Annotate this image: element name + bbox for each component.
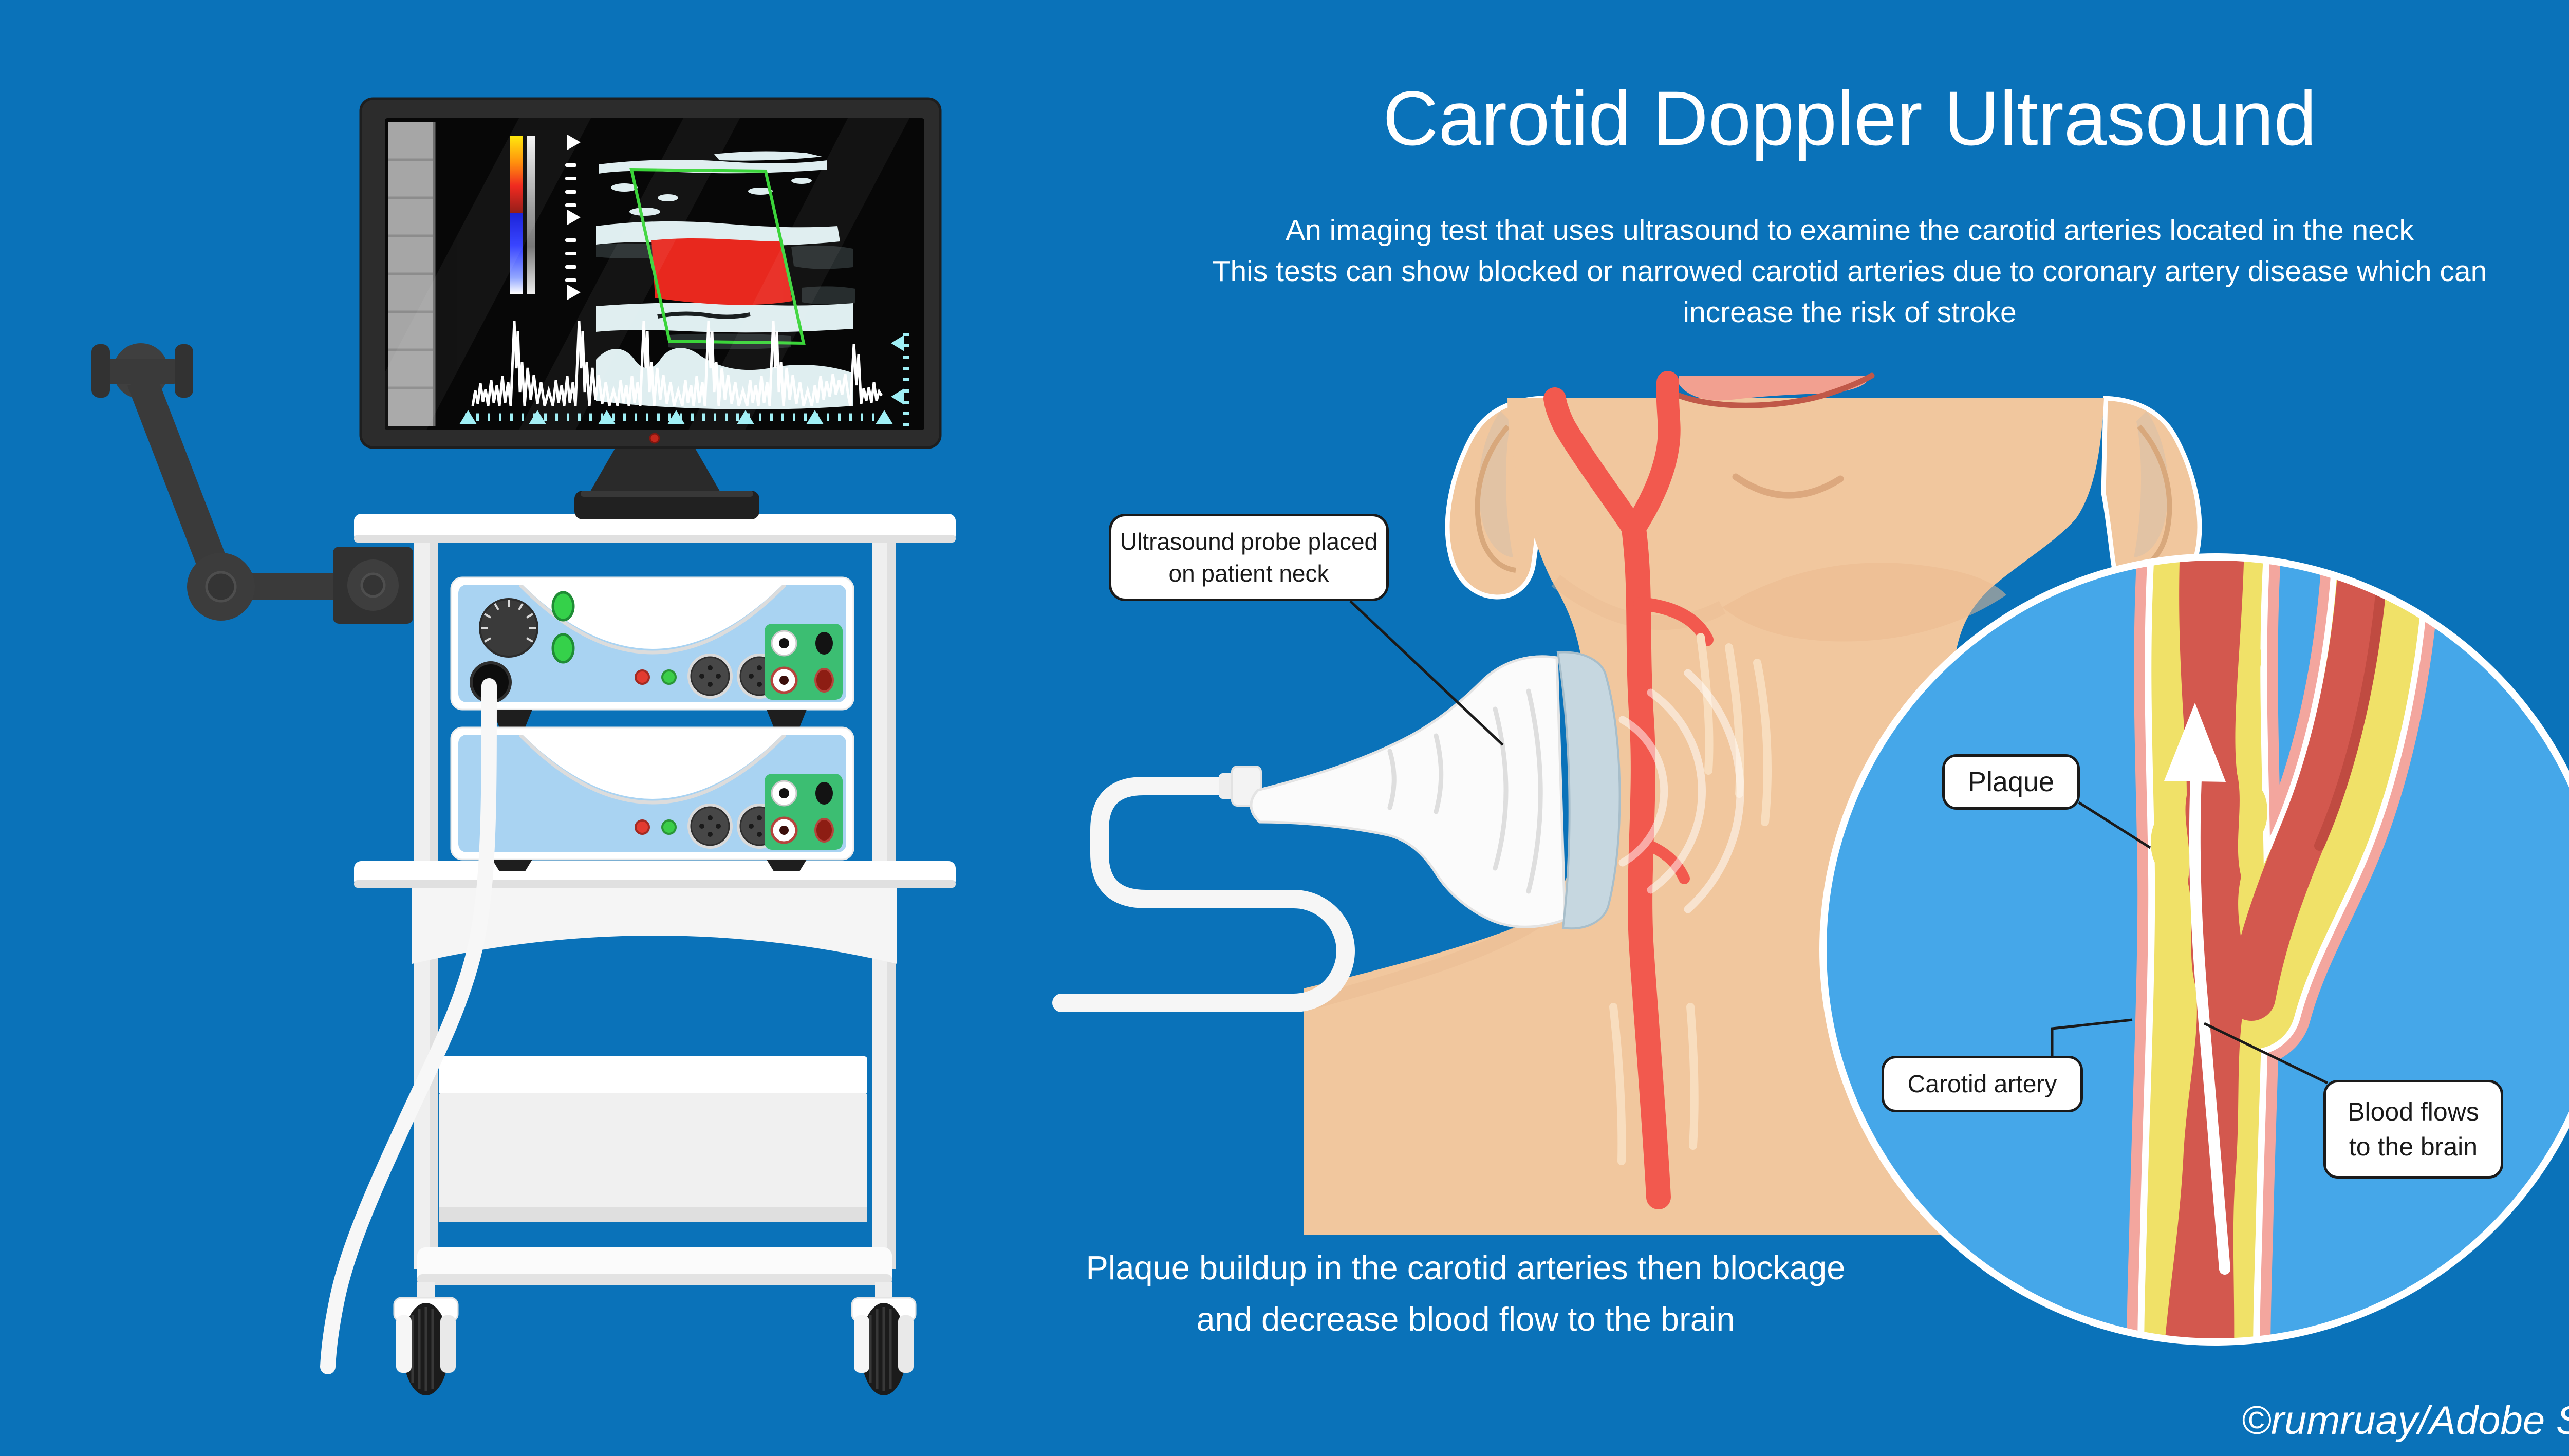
cart [354, 514, 956, 1395]
caption-line-2: and decrease blood flow to the brain [1196, 1300, 1735, 1338]
page-subtitle: An imaging test that uses ultrasound to … [1089, 210, 2569, 333]
callout-carotid-artery: Carotid artery [1882, 1056, 2083, 1112]
depth-markers [565, 135, 581, 300]
callout-probe-line-1: Ultrasound probe placed [1120, 528, 1378, 555]
control-knob[interactable] [479, 598, 538, 658]
doppler-flow-red [651, 238, 792, 305]
probe-body [1250, 655, 1567, 928]
io-panel [765, 774, 843, 850]
callout-carotid-text: Carotid artery [1907, 1070, 2057, 1098]
probe-contact-pad [1556, 651, 1621, 930]
probe-cable [1052, 777, 1355, 1012]
callout-plaque: Plaque [1942, 754, 2080, 810]
spectral-waveform [471, 321, 883, 406]
red-led [635, 669, 650, 685]
shoulder-shadow [1313, 916, 1540, 1009]
din-connector[interactable] [687, 804, 733, 849]
power-led [649, 433, 660, 444]
subtitle-line-1: An imaging test that uses ultrasound to … [1286, 214, 2414, 247]
red-led [635, 819, 650, 835]
lips [1676, 372, 1875, 408]
stock-credit: ©rumruay/Adobe Stock [2241, 1397, 2569, 1443]
machine-cable [320, 678, 497, 1374]
leader-lines [1349, 600, 2329, 1085]
green-button-2[interactable] [551, 633, 575, 664]
page-title: Carotid Doppler Ultrasound [1383, 75, 2317, 161]
right-ear [2101, 396, 2202, 600]
callout-blood-flow: Blood flows to the brain [2323, 1080, 2503, 1179]
din-connector[interactable] [687, 654, 733, 699]
screen-softkey-column [388, 122, 436, 426]
caption-line-1: Plaque buildup in the carotid arteries t… [1086, 1249, 1846, 1286]
ultrasound-machine [91, 97, 956, 1395]
green-led [661, 819, 677, 835]
screen-glare [385, 118, 909, 430]
callout-blood-line-2: to the brain [2349, 1132, 2478, 1161]
monitor-stand [574, 447, 759, 519]
device-unit-1 [450, 576, 854, 711]
doppler-sample-box [629, 167, 806, 345]
monitor [359, 97, 942, 449]
ultrasound-probe [1052, 651, 1744, 1012]
callout-plaque-text: Plaque [1967, 767, 2055, 797]
callout-blood-line-1: Blood flows [2348, 1097, 2479, 1126]
plaque-bumps [2151, 634, 2398, 1174]
artery-inset [1819, 553, 2569, 1346]
io-panel [765, 624, 843, 700]
jaw-shadow [1722, 563, 2006, 642]
timeline-markers [459, 333, 909, 426]
doppler-color-scale [510, 136, 535, 294]
sound-waves [1618, 669, 1744, 913]
lumen-branch [2227, 560, 2388, 1021]
caster-left [393, 1282, 459, 1395]
device-unit-2 [450, 710, 854, 871]
caster-right [851, 1282, 917, 1395]
bottom-caption: Plaque buildup in the carotid arteries t… [1028, 1242, 1904, 1345]
callout-probe-line-2: on patient neck [1168, 560, 1329, 587]
articulated-arm [91, 343, 413, 624]
chin-crease [1732, 473, 1844, 499]
green-led [661, 669, 677, 685]
callout-probe: Ultrasound probe placed on patient neck [1109, 514, 1389, 601]
green-button-1[interactable] [551, 591, 575, 622]
subtitle-line-3: increase the risk of stroke [1683, 296, 2017, 329]
subtitle-line-2: This tests can show blocked or narrowed … [1212, 255, 2487, 288]
blood-flow-arrow [2164, 703, 2230, 1275]
